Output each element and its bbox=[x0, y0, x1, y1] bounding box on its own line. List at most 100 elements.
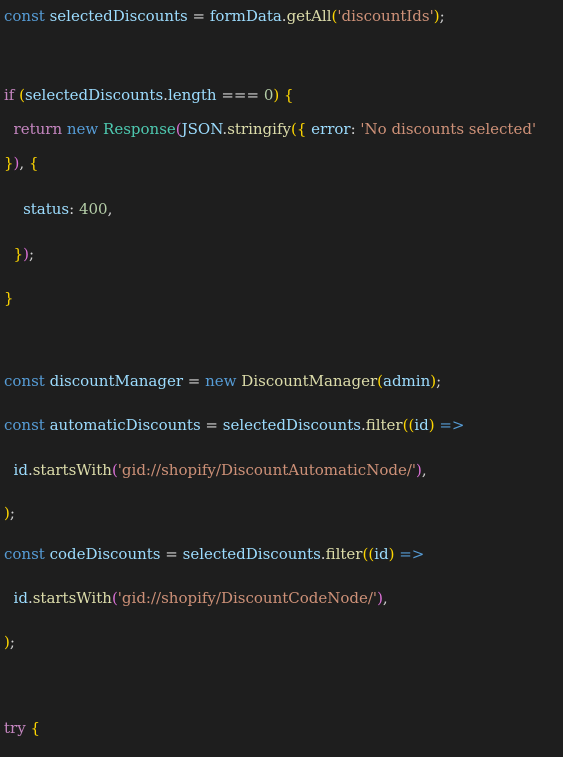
code-token: ( bbox=[331, 7, 338, 25]
code-token: startsWith bbox=[32, 589, 112, 607]
code-token: if bbox=[4, 86, 20, 104]
code-token: return bbox=[4, 120, 67, 138]
code-line: } bbox=[4, 287, 14, 309]
code-token: . bbox=[222, 120, 228, 138]
code-token: { bbox=[28, 154, 39, 172]
code-token: } bbox=[4, 289, 14, 307]
code-token: . bbox=[163, 86, 168, 104]
code-token: 'gid://shopify/DiscountCodeNode/' bbox=[117, 589, 378, 607]
code-token: = bbox=[187, 7, 210, 25]
code-token: . bbox=[281, 7, 287, 25]
code-token: ({ bbox=[290, 120, 307, 138]
code-token: const bbox=[4, 7, 50, 25]
code-token: (( bbox=[402, 416, 415, 434]
code-token: , bbox=[19, 154, 29, 172]
code-token: startsWith bbox=[32, 461, 112, 479]
code-token: : bbox=[350, 120, 361, 138]
code-token: formData bbox=[209, 7, 282, 25]
code-token: automaticDiscounts bbox=[49, 416, 201, 434]
code-token: => bbox=[439, 416, 465, 434]
code-token: selectedDiscounts bbox=[222, 416, 361, 434]
code-token: 400 bbox=[78, 200, 108, 218]
code-token: discountManager bbox=[49, 372, 184, 390]
code-token: new bbox=[66, 120, 104, 138]
code-token: const bbox=[4, 545, 50, 563]
code-token: ) bbox=[416, 461, 422, 479]
code-token: getAll bbox=[286, 7, 332, 25]
code-token: ; bbox=[9, 633, 15, 651]
code-token: } bbox=[4, 154, 14, 172]
code-token: error bbox=[306, 120, 351, 138]
code-token: selectedDiscounts bbox=[24, 86, 164, 104]
code-token: , bbox=[107, 200, 113, 218]
code-token: new bbox=[205, 372, 242, 390]
code-token: ; bbox=[439, 7, 445, 25]
code-token: ) bbox=[13, 154, 20, 172]
code-token: ) bbox=[388, 545, 400, 563]
code-token: => bbox=[399, 545, 425, 563]
code-token: id bbox=[414, 416, 429, 434]
code-token: { bbox=[284, 86, 294, 104]
code-token: ( bbox=[175, 120, 182, 138]
code-token: id bbox=[374, 545, 389, 563]
code-line: const discountManager = new DiscountMana… bbox=[4, 370, 441, 392]
code-token: , bbox=[421, 461, 427, 479]
code-token: JSON bbox=[181, 120, 223, 138]
code-token: 'gid://shopify/DiscountAutomaticNode/' bbox=[117, 461, 417, 479]
code-token: ) bbox=[23, 245, 29, 263]
code-token: stringify bbox=[227, 120, 291, 138]
code-token: status bbox=[4, 200, 70, 218]
code-token: (( bbox=[362, 545, 375, 563]
code-token: = bbox=[160, 545, 183, 563]
code-token: { bbox=[30, 719, 40, 737]
code-token: === bbox=[216, 86, 264, 104]
code-token: : bbox=[69, 200, 79, 218]
code-line: const selectedDiscounts = formData.getAl… bbox=[4, 5, 445, 27]
code-token: ) bbox=[428, 416, 440, 434]
code-token: ) bbox=[273, 86, 284, 104]
code-token: length bbox=[167, 86, 217, 104]
code-token: ( bbox=[377, 372, 384, 390]
code-token: admin bbox=[383, 372, 431, 390]
code-token: try bbox=[4, 719, 31, 737]
code-line: id.startsWith('gid://shopify/DiscountCod… bbox=[4, 587, 388, 609]
code-token: selectedDiscounts bbox=[182, 545, 321, 563]
code-token: ) bbox=[4, 504, 10, 522]
code-token: ) bbox=[377, 589, 383, 607]
code-token: 'discountIds' bbox=[337, 7, 434, 25]
code-token: filter bbox=[365, 416, 403, 434]
code-line: id.startsWith('gid://shopify/DiscountAut… bbox=[4, 459, 427, 481]
code-line: const automaticDiscounts = selectedDisco… bbox=[4, 414, 465, 436]
code-line: ); bbox=[4, 502, 15, 524]
code-token: 0 bbox=[263, 86, 274, 104]
code-line: const codeDiscounts = selectedDiscounts.… bbox=[4, 543, 424, 565]
code-token: ; bbox=[28, 245, 35, 263]
code-line: ); bbox=[4, 631, 15, 653]
code-token: ( bbox=[19, 86, 25, 104]
code-line: status: 400, bbox=[4, 198, 112, 220]
code-token: = bbox=[183, 372, 206, 390]
code-token: ; bbox=[436, 372, 442, 390]
code-token: . bbox=[27, 461, 33, 479]
code-token: ( bbox=[111, 589, 118, 607]
code-token: ) bbox=[4, 633, 10, 651]
code-token: id bbox=[4, 461, 28, 479]
code-line: try { bbox=[4, 717, 40, 739]
code-token: . bbox=[27, 589, 33, 607]
code-line: return new Response(JSON.stringify({ err… bbox=[4, 118, 537, 140]
code-token: const bbox=[4, 372, 50, 390]
code-line: }); bbox=[4, 243, 34, 265]
code-token: filter bbox=[325, 545, 363, 563]
code-token: ; bbox=[9, 504, 15, 522]
code-token: = bbox=[200, 416, 223, 434]
code-token: const bbox=[4, 416, 50, 434]
code-token: ( bbox=[111, 461, 118, 479]
code-token: DiscountManager bbox=[241, 372, 378, 390]
code-token: . bbox=[360, 416, 366, 434]
code-token: . bbox=[320, 545, 326, 563]
code-line: if (selectedDiscounts.length === 0) { bbox=[4, 84, 294, 106]
code-token: codeDiscounts bbox=[49, 545, 161, 563]
code-token: , bbox=[382, 589, 388, 607]
code-token: ) bbox=[433, 7, 440, 25]
